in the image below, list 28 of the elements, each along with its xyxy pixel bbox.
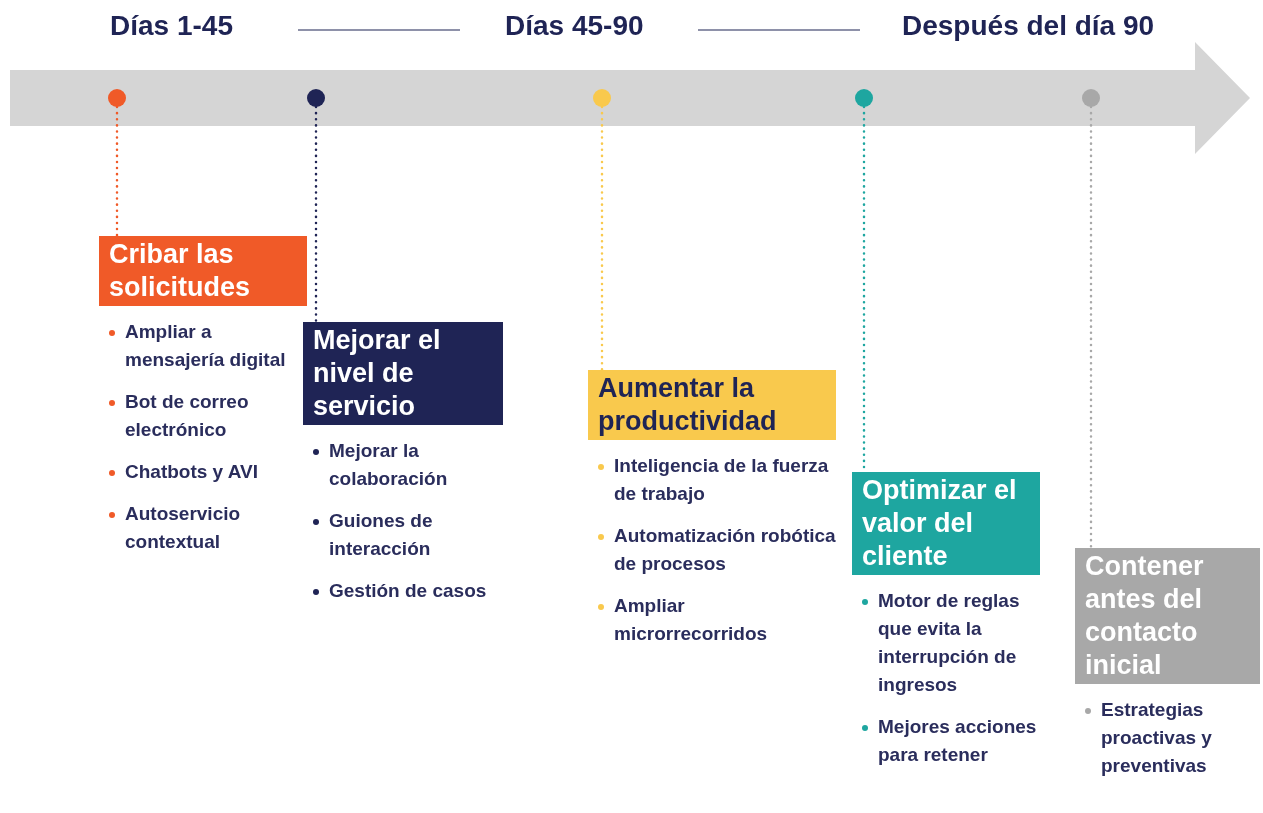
stage-heading: Mejorar el nivel de servicio <box>303 322 503 425</box>
dotted-connector <box>600 105 604 372</box>
timeline-dot <box>593 89 611 107</box>
dotted-connector <box>314 105 318 324</box>
bullet-item: Gestión de casos <box>313 577 503 605</box>
timeline-dot <box>855 89 873 107</box>
stage-heading: Optimizar el valor del cliente <box>852 472 1040 575</box>
timeline-dot <box>307 89 325 107</box>
period-heading: Días 45-90 <box>505 10 644 42</box>
stage-heading: Aumentar la productividad <box>588 370 836 440</box>
timeline-dot <box>108 89 126 107</box>
bullet-item: Guiones de interacción <box>313 507 503 563</box>
stage-heading: Contener antes del contacto inicial <box>1075 548 1260 684</box>
bullet-item: Motor de reglas que evita la interrupción de ingresos <box>862 587 1040 699</box>
dotted-connector <box>1089 105 1093 550</box>
dotted-connector <box>115 105 119 238</box>
stage-heading: Cribar las solicitudes <box>99 236 307 306</box>
bullet-item: Mejores acciones para retener <box>862 713 1040 769</box>
bullet-item: Inteligencia de la fuerza de trabajo <box>598 452 836 508</box>
bullet-item: Mejorar la colaboración <box>313 437 503 493</box>
bullet-item: Autoservicio contextual <box>109 500 307 556</box>
bullet-item: Automatización robótica de procesos <box>598 522 836 578</box>
bullet-item: Ampliar microrrecorridos <box>598 592 836 648</box>
period-heading: Días 1-45 <box>110 10 233 42</box>
bullet-item: Estrategias proactivas y preventivas <box>1085 696 1260 780</box>
bullet-item: Chatbots y AVI <box>109 458 307 486</box>
timeline-dot <box>1082 89 1100 107</box>
period-heading: Después del día 90 <box>902 10 1155 42</box>
